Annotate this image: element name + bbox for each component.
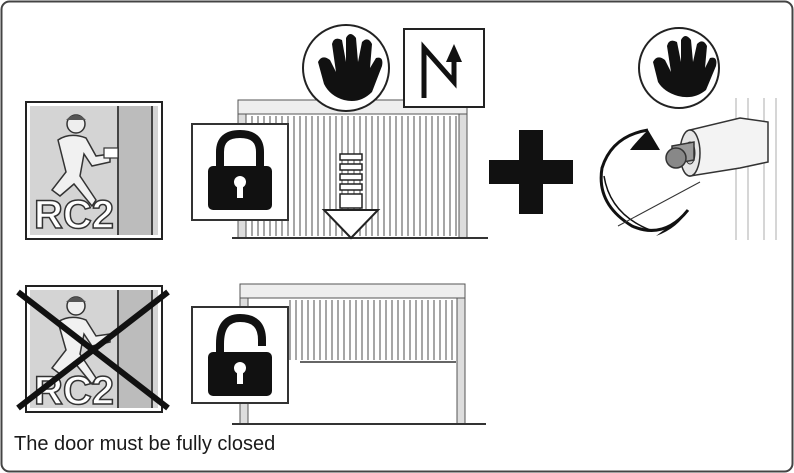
- rc2-badge: RC2: [34, 193, 114, 237]
- hand-icon: [302, 24, 390, 112]
- cross-line-2: [16, 289, 170, 411]
- close-arrow-icon: [321, 153, 381, 240]
- key-cylinder-icon: [665, 98, 777, 240]
- rc2-burglar-icon: RC2: [25, 101, 163, 240]
- rc2-burglar-crossed-icon: RC2: [16, 285, 170, 414]
- rotate-arrow-icon: [599, 128, 701, 236]
- rc2-badge-crossed: RC2: [34, 369, 114, 413]
- padlock-open-icon: [191, 306, 289, 404]
- caption: The door must be fully closed: [14, 433, 276, 455]
- hand-icon-right: [638, 27, 720, 109]
- padlock-closed-icon: [191, 123, 289, 221]
- plus-icon: [489, 130, 573, 214]
- electric-voltage-icon: [403, 28, 485, 108]
